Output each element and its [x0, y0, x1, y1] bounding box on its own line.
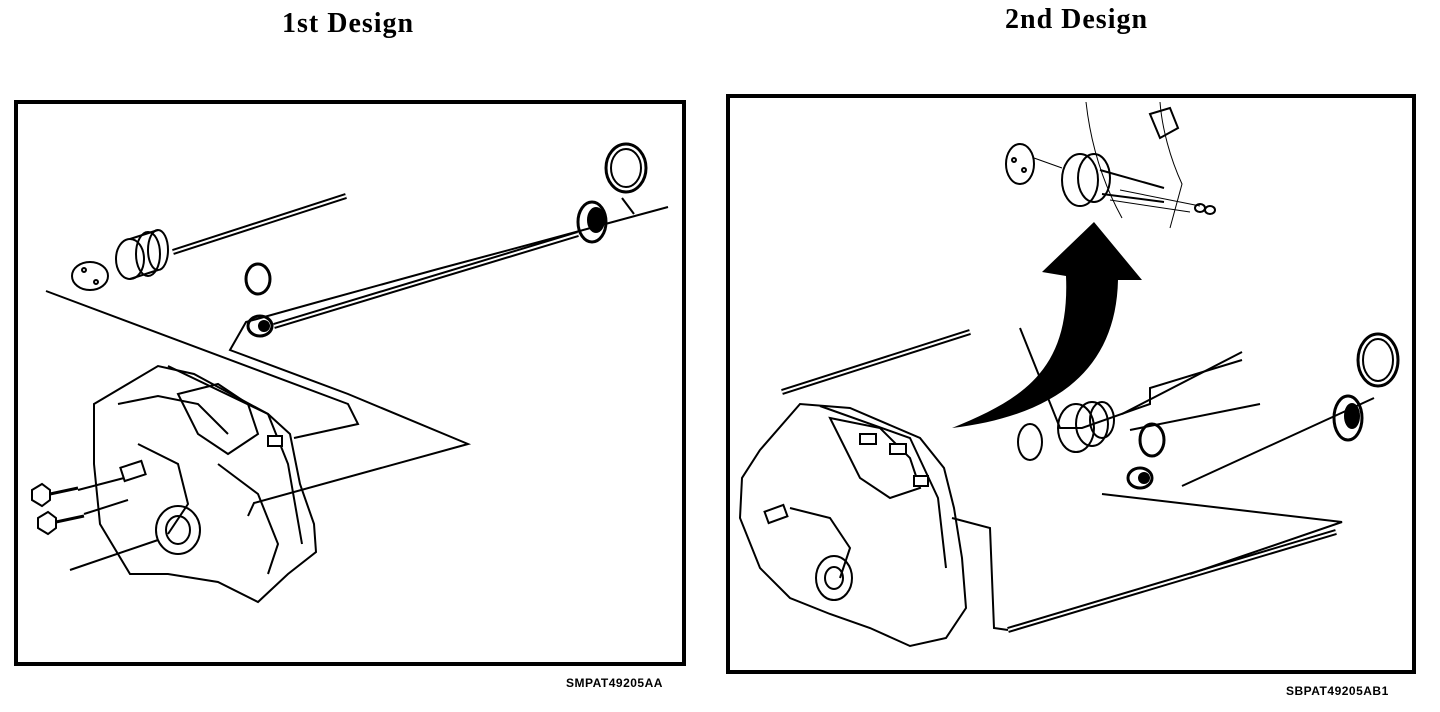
oil-seal: [576, 200, 608, 244]
leader-line-plate: [45, 290, 360, 439]
servo-piston: [1057, 403, 1095, 453]
snap-ring-small: [1138, 422, 1166, 458]
transaxle-case: [93, 364, 318, 604]
transaxle-case: [738, 402, 968, 648]
bolt-2: [37, 510, 57, 536]
spring-seat: [246, 314, 274, 338]
first-design-exploded-view: [31, 142, 669, 604]
arrow-icon: [952, 222, 1142, 428]
snap-ring-upper: [1356, 332, 1400, 388]
snap-ring-small: [244, 262, 272, 296]
left-figure-code: SMPAT49205AA: [566, 676, 663, 690]
servo-piston: [115, 238, 145, 280]
leader-line-shaft: [228, 206, 669, 517]
spring-seat: [1126, 466, 1154, 490]
output-boss: [815, 555, 853, 601]
second-design-exploded-view: [738, 101, 1400, 648]
retainer-plate: [1017, 423, 1043, 461]
snap-ring-upper: [604, 142, 648, 194]
output-boss: [155, 505, 201, 555]
first-design-title: 1st Design: [282, 8, 415, 39]
second-design-title: 2nd Design: [1005, 4, 1149, 35]
detail-plate: [1005, 143, 1035, 185]
second-design-panel: [726, 94, 1416, 674]
right-figure-code: SBPAT49205AB1: [1286, 684, 1389, 698]
retainer-plate: [71, 261, 109, 291]
first-design-panel: [14, 100, 686, 666]
bolt-1: [31, 482, 51, 508]
detail-piston: [1061, 153, 1099, 207]
oil-seal: [1332, 394, 1364, 442]
